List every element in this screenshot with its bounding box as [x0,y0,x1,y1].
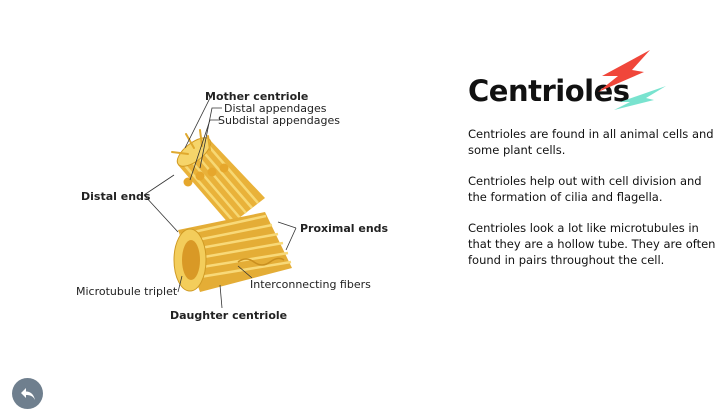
daughter-centriole-label: Daughter centriole [170,309,288,322]
paragraph-2: Centrioles help out with cell division a… [468,174,702,204]
interconnecting-fibers-label: Interconnecting fibers [250,278,371,291]
centriole-illustration [143,97,297,309]
microtubule-triplet-label: Microtubule triplet [76,285,178,298]
distal-ends-label: Distal ends [81,190,151,203]
lightning-bolt-icon [598,50,666,110]
paragraph-3: Centrioles look a lot like microtubules … [468,221,716,267]
centriole-diagram: Mother centriole Distal appendages Subdi… [60,80,400,330]
page-title: Centrioles [468,74,630,108]
subdistal-appendages-label: Subdistal appendages [218,114,340,127]
mother-centriole-label: Mother centriole [205,90,309,103]
back-arrow-icon [20,387,35,400]
distal-appendages-label: Distal appendages [224,102,327,115]
paragraph-1: Centrioles are found in all animal cells… [468,127,714,157]
proximal-ends-label: Proximal ends [300,222,389,235]
mother-centriole-shape [171,129,265,225]
back-button[interactable] [12,378,43,409]
leader-lines [143,97,297,309]
